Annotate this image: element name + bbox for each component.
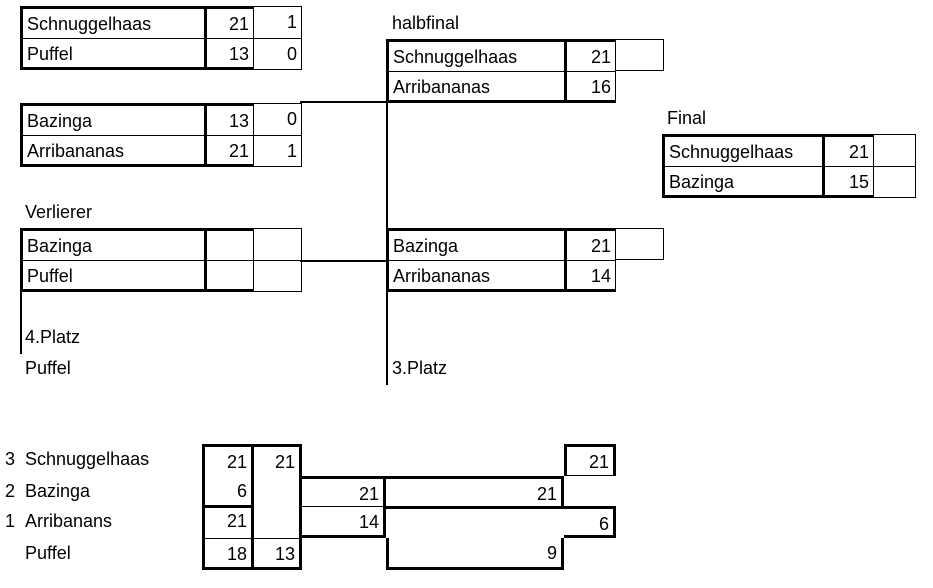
score-cell: 21 — [202, 444, 254, 476]
fourth-place-label: 4.Platz — [25, 327, 81, 347]
score-cell: 21 — [254, 444, 302, 476]
team-name: Puffel — [20, 260, 204, 292]
score-cell: 15 — [822, 166, 874, 198]
team-name: Bazinga — [20, 103, 204, 135]
score-cell: 14 — [564, 260, 616, 292]
sets-cell: 0 — [254, 103, 302, 135]
score-cell: 6 — [202, 476, 254, 508]
score-cell: 21 — [564, 39, 616, 71]
score-cell: 14 — [302, 506, 386, 538]
team-name: Bazinga — [25, 481, 91, 501]
score-cell: 21 — [386, 476, 564, 508]
sets-cell — [616, 228, 664, 260]
score-cell — [254, 476, 302, 508]
team-name: Arribananas — [386, 71, 564, 103]
score-cell: 21 — [202, 506, 254, 538]
connector-line — [300, 101, 388, 103]
score-cell: 13 — [204, 103, 254, 135]
sets-cell: 1 — [254, 6, 302, 38]
team-name: Bazinga — [20, 228, 204, 260]
team-name: Schnuggelhaas — [20, 6, 204, 38]
sets-cell — [254, 228, 302, 260]
score-cell: 21 — [204, 6, 254, 38]
loser-bracket-label: Verlierer — [25, 202, 93, 222]
team-name: Bazinga — [386, 228, 564, 260]
third-place-label: 3.Platz — [392, 358, 448, 378]
score-cell: 21 — [822, 134, 874, 166]
sets-cell — [874, 134, 916, 166]
fourth-place-team: Puffel — [25, 358, 71, 378]
team-name: Arribanans — [25, 511, 113, 531]
score-cell: 13 — [204, 38, 254, 70]
score-cell — [204, 228, 254, 260]
rank-cell: 3 — [5, 449, 16, 469]
rank-cell: 1 — [5, 511, 16, 531]
connector-line — [20, 290, 22, 354]
semifinal-label: halbfinal — [392, 13, 460, 33]
sets-cell: 0 — [254, 38, 302, 70]
final-label: Final — [667, 108, 707, 128]
score-cell: 18 — [202, 538, 254, 570]
score-cell: 6 — [564, 506, 616, 538]
score-cell: 13 — [254, 538, 302, 570]
score-cell — [204, 260, 254, 292]
sets-cell — [616, 39, 664, 71]
score-cell: 21 — [204, 135, 254, 167]
sets-cell — [254, 260, 302, 292]
rank-cell: 2 — [5, 481, 16, 501]
team-name: Puffel — [20, 38, 204, 70]
score-cell: 16 — [564, 71, 616, 103]
team-name: Schnuggelhaas — [662, 134, 822, 166]
team-name: Bazinga — [662, 166, 822, 198]
team-name: Arribananas — [386, 260, 564, 292]
score-cell: 21 — [302, 476, 386, 508]
connector-line — [386, 70, 388, 385]
score-cell: 21 — [564, 228, 616, 260]
score-cell: 9 — [386, 538, 564, 570]
team-name: Schnuggelhaas — [25, 449, 150, 469]
score-cell — [254, 506, 302, 538]
team-name: Arribananas — [20, 135, 204, 167]
score-cell: 21 — [564, 444, 616, 476]
sets-cell — [874, 166, 916, 198]
score-cell — [386, 506, 564, 538]
team-name: Puffel — [25, 543, 71, 563]
sets-cell: 1 — [254, 135, 302, 167]
connector-line — [300, 260, 388, 262]
team-name: Schnuggelhaas — [386, 39, 564, 71]
